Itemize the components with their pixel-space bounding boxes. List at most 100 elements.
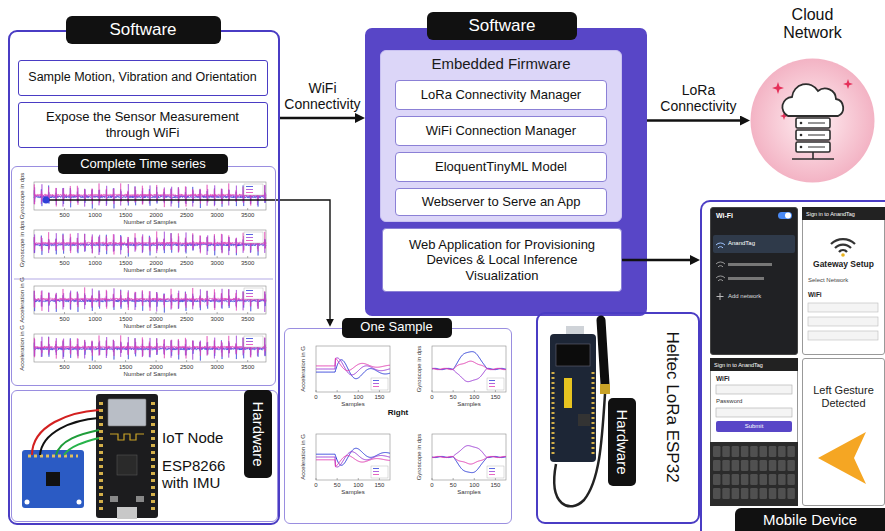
tick-label: 0: [430, 394, 433, 400]
time-series-plot: [156, 360, 157, 362]
sample-plot: [432, 352, 506, 370]
module-box: Webserver to Serve an App: [395, 188, 607, 216]
screen-text: Select Network: [808, 277, 880, 284]
keyboard-key: [722, 446, 730, 457]
time-series-plot: [34, 231, 266, 254]
keyboard-key: [741, 460, 749, 471]
sample-plot: [489, 474, 495, 475]
keyboard-key: [722, 474, 730, 485]
phone-screen-art: [710, 207, 798, 355]
keyboard-key: [741, 488, 749, 499]
nodemcu-board: [110, 496, 118, 502]
axis-label: Samples: [457, 401, 480, 407]
screen-text: Sign in to AnandTag: [806, 211, 881, 217]
axis-label: Number of Samples: [123, 267, 176, 273]
box-heading: Embedded Firmware: [380, 55, 622, 72]
tick-label: 150: [374, 482, 384, 488]
input-field: [716, 408, 792, 417]
axis-label: Gyroscope in dps: [18, 166, 26, 226]
wifi-icon: [716, 276, 725, 281]
leader-line: [43, 197, 50, 204]
time-series-plot: [125, 312, 126, 314]
server-icon: [800, 134, 803, 137]
time-series-plot: [95, 256, 96, 258]
sample-plot: [432, 390, 433, 392]
keyboard-key: [787, 446, 795, 457]
axis-label: Samples: [341, 489, 364, 495]
keyboard-key: [713, 488, 721, 499]
keyboard-key: [713, 474, 721, 485]
process-box: Web Application for Provisioning Devices…: [382, 228, 622, 292]
device-name: Heltec LoRa ESP32: [660, 316, 684, 498]
server-icon: [800, 146, 803, 149]
section-tab: Software: [66, 16, 221, 44]
phone-screen: Sign in to AnandTagWiFiPasswordSubmit: [710, 358, 798, 506]
tick-label: 0: [314, 482, 317, 488]
sample-plot: [432, 446, 506, 458]
process-box: Sample Motion, Vibration and Orientation: [18, 60, 268, 96]
time-series-plot: [34, 286, 266, 314]
sample-plot: [489, 468, 495, 469]
keyboard-key: [722, 488, 730, 499]
axis-label: Number of Samples: [123, 323, 176, 329]
keyboard-key: [760, 474, 768, 485]
wires: [40, 418, 99, 455]
phone-screen: Left Gesture Detected: [802, 358, 885, 506]
sample-plot: [432, 346, 506, 392]
list-row: [808, 331, 878, 340]
time-series-plot: [186, 312, 187, 314]
time-series-plot: [64, 360, 65, 362]
imu-board: [22, 450, 84, 508]
software-panel: SoftwareSample Motion, Vibration and Ori…: [8, 30, 280, 525]
sample-plot: [316, 452, 390, 467]
sample-plot: [337, 478, 338, 480]
leader-line: [46, 199, 276, 200]
time-series-plot: [34, 334, 266, 362]
device-panel: Mobile DeviceWi-FiAnandTagAdd networkSig…: [700, 200, 885, 531]
tick-label: 150: [374, 394, 384, 400]
time-series-plot: [244, 288, 263, 299]
imu-board: [28, 455, 78, 458]
cloud-circle-art: [750, 58, 875, 183]
module-box: WiFi Connection Manager: [395, 116, 607, 146]
time-series-plot: [34, 230, 266, 258]
sample-plot: [495, 390, 496, 392]
sample-plot: [489, 471, 495, 472]
tick-label: 1000: [88, 260, 101, 266]
sample-plot: [373, 474, 379, 475]
device-name: IoT Node: [162, 429, 244, 446]
time-series-plot: [64, 312, 65, 314]
submit-button: [716, 421, 792, 432]
time-series-plot: [34, 182, 266, 210]
time-series-plot: [95, 208, 96, 210]
sparkle: [772, 82, 784, 94]
sample-plot: [358, 478, 359, 480]
sample-plot: [373, 386, 379, 387]
antenna: [601, 320, 605, 384]
gesture-arrow: [818, 432, 866, 484]
list-row: [713, 235, 795, 253]
gesture-text: Left Gesture Detected: [806, 384, 881, 410]
tick-label: 3000: [210, 364, 223, 370]
keyboard-key: [769, 474, 777, 485]
keyboard-key: [741, 474, 749, 485]
keyboard-key: [769, 460, 777, 471]
nodemcu-board: [151, 402, 155, 512]
wifi-icon: [841, 253, 845, 257]
cloud-icon: [782, 84, 843, 116]
keyboard-key: [769, 446, 777, 457]
tick-label: 1500: [119, 260, 132, 266]
screen-text: WiFi: [808, 291, 880, 298]
time-series-plot: [125, 208, 126, 210]
wires: [32, 410, 99, 455]
keyboard: [710, 442, 798, 506]
time-series-plot: [217, 360, 218, 362]
node-label: Expose the Sensor Measurement through Wi…: [41, 109, 245, 140]
keyboard-key: [778, 460, 786, 471]
time-series-plot: [34, 184, 266, 207]
section-tab: Complete Time series: [58, 154, 228, 174]
keyboard-key: [713, 446, 721, 457]
sample-plot: [495, 478, 496, 480]
time-series-plot: [246, 293, 253, 294]
phone-screen: Wi-FiAnandTagAdd network: [710, 207, 798, 355]
